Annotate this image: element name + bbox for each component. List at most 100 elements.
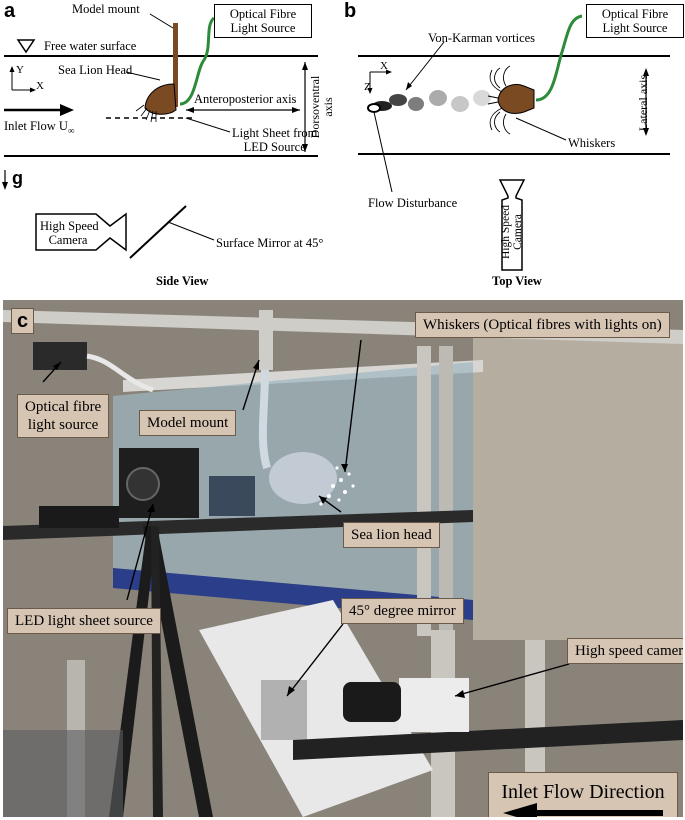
camera-lens-photo — [343, 682, 401, 722]
panel-a-letter: a — [4, 0, 16, 22]
whisker-lights — [319, 466, 355, 506]
light-sheet-label: Light Sheet from LED Source — [232, 126, 317, 154]
inlet-flow-subscript: ∞ — [67, 125, 75, 136]
sea-lion-head-photo — [269, 452, 337, 504]
lateral-axis-text: Lateral axis — [636, 74, 650, 132]
inlet-flow-direction-label: Inlet Flow Direction — [501, 781, 665, 803]
frame-post-1 — [417, 346, 431, 636]
flow-disturbance-leader — [373, 111, 393, 193]
optical-fibre-box-a: Optical Fibre Light Source — [214, 4, 312, 38]
surface-mirror-line — [129, 205, 187, 259]
camera-body-photo — [399, 678, 469, 732]
anteroposterior-label: Anteroposterior axis — [194, 92, 297, 106]
light-sheet-leader — [185, 117, 231, 133]
optical-fibre-callout-line2: light source — [27, 417, 99, 433]
whiskers-top-icon — [487, 65, 511, 135]
free-surface-triangle-icon — [16, 39, 36, 54]
dorsoventral-line2: axis — [321, 97, 335, 117]
vortex-6 — [473, 90, 491, 106]
model-mount-rod — [173, 23, 178, 107]
model-mount-leader — [149, 13, 174, 29]
flow-disturbance-cylinder-icon — [367, 103, 381, 113]
camera-a-line2: Camera — [48, 233, 88, 247]
whiskers-label-b: Whiskers — [568, 136, 616, 150]
sea-lion-head-leader — [125, 71, 161, 81]
surface-mirror-leader — [167, 221, 215, 241]
leader-whiskers — [344, 339, 362, 473]
fan-icon — [126, 467, 160, 501]
tank-end-plate — [473, 330, 683, 640]
optical-fibre-cable — [179, 16, 216, 106]
leader-camera — [454, 663, 570, 697]
inlet-flow-label: Inlet Flow U∞ — [4, 119, 74, 138]
vortex-4 — [429, 90, 447, 106]
optical-fibre-callout-line1: Optical fibre — [25, 399, 102, 415]
optical-fibre-b-line2: Light Source — [602, 21, 668, 35]
sea-lion-head-label: Sea Lion Head — [58, 63, 133, 77]
mirror-callout: 45° degree mirror — [341, 598, 464, 624]
inlet-flow-box: Inlet Flow Direction — [488, 772, 678, 817]
axis-x-label-a: X — [36, 80, 44, 92]
led-light-sheet-callout: LED light sheet source — [7, 608, 161, 634]
upper-rail — [123, 360, 483, 392]
model-mount-callout: Model mount — [139, 410, 237, 436]
leader-mirror — [286, 623, 344, 697]
lateral-axis-label: Lateral axis — [634, 54, 652, 154]
model-mount-label: Model mount — [72, 2, 140, 16]
camera-b-line1: High Speed — [500, 205, 512, 259]
camera-a-line1: High Speed — [40, 219, 99, 233]
von-karman-leader — [405, 41, 445, 91]
sea-lion-head-side-icon — [144, 83, 177, 115]
panel-c-letter: c — [11, 308, 35, 334]
vortex-5 — [451, 96, 469, 112]
high-speed-camera-side-icon — [35, 212, 127, 252]
surface-mirror-label: Surface Mirror at 45° — [216, 236, 324, 250]
axis-z-label-b: Z — [364, 81, 371, 93]
optical-fibre-callout: Optical fibre light source — [17, 394, 110, 438]
lens-housing — [209, 476, 255, 516]
tripod-leg-3 — [151, 526, 163, 817]
inlet-flow-text: Inlet Flow U — [4, 119, 68, 133]
whiskers-side-icon — [135, 104, 157, 123]
crossbeam — [3, 510, 473, 540]
panel-b-diagram — [358, 14, 670, 271]
left-clamp — [39, 506, 119, 528]
model-mount-photo — [259, 310, 273, 370]
light-sheet-line2: LED Source — [243, 140, 306, 154]
optical-fibre-box-b: Optical Fibre Light Source — [586, 4, 684, 38]
von-karman-label: Von-Karman vortices — [428, 31, 536, 45]
tripod-leg-1 — [143, 526, 213, 817]
whiskers-leader — [515, 117, 567, 141]
inlet-flow-arrow-icon — [503, 803, 663, 817]
photo-scene — [3, 300, 683, 817]
panel-c-photo: c Whiskers (Optical fibres with lights o… — [3, 300, 683, 817]
high-speed-camera-callout: High speed camera — [567, 638, 683, 664]
mirror-glass — [261, 680, 307, 740]
axis-y-label-a: Y — [16, 64, 24, 76]
optical-fibre-line1: Optical Fibre — [229, 7, 297, 21]
optical-fibre-cable-b — [535, 14, 583, 102]
optical-fibre-line2: Light Source — [230, 21, 296, 35]
frame-post-2 — [439, 346, 453, 636]
free-water-surface-label: Free water surface — [44, 39, 137, 53]
camera-b-line2: Camera — [512, 214, 524, 250]
vortex-3 — [408, 97, 424, 111]
panel-b-letter: b — [344, 0, 357, 22]
leader-led — [126, 503, 154, 601]
side-view-title: Side View — [156, 274, 209, 288]
optical-fibre-b-line1: Optical Fibre — [601, 7, 669, 21]
camera-rail — [293, 720, 683, 760]
top-view-title: Top View — [492, 274, 542, 288]
light-sheet-line1: Light Sheet from — [232, 126, 318, 140]
high-speed-camera-top-icon — [498, 179, 526, 271]
mirror-board — [199, 600, 433, 817]
sea-lion-head-callout: Sea lion head — [343, 522, 440, 548]
sea-lion-head-top-icon — [497, 84, 535, 114]
vortex-2 — [389, 94, 407, 106]
camera-label-b: High Speed Camera — [492, 198, 532, 270]
panel-a-diagram — [2, 13, 318, 259]
gravity-label: g — [12, 168, 23, 188]
whiskers-callout: Whiskers (Optical fibres with lights on) — [415, 312, 670, 338]
flow-disturbance-label: Flow Disturbance — [368, 196, 458, 210]
optical-fibre-source-box — [33, 342, 87, 370]
